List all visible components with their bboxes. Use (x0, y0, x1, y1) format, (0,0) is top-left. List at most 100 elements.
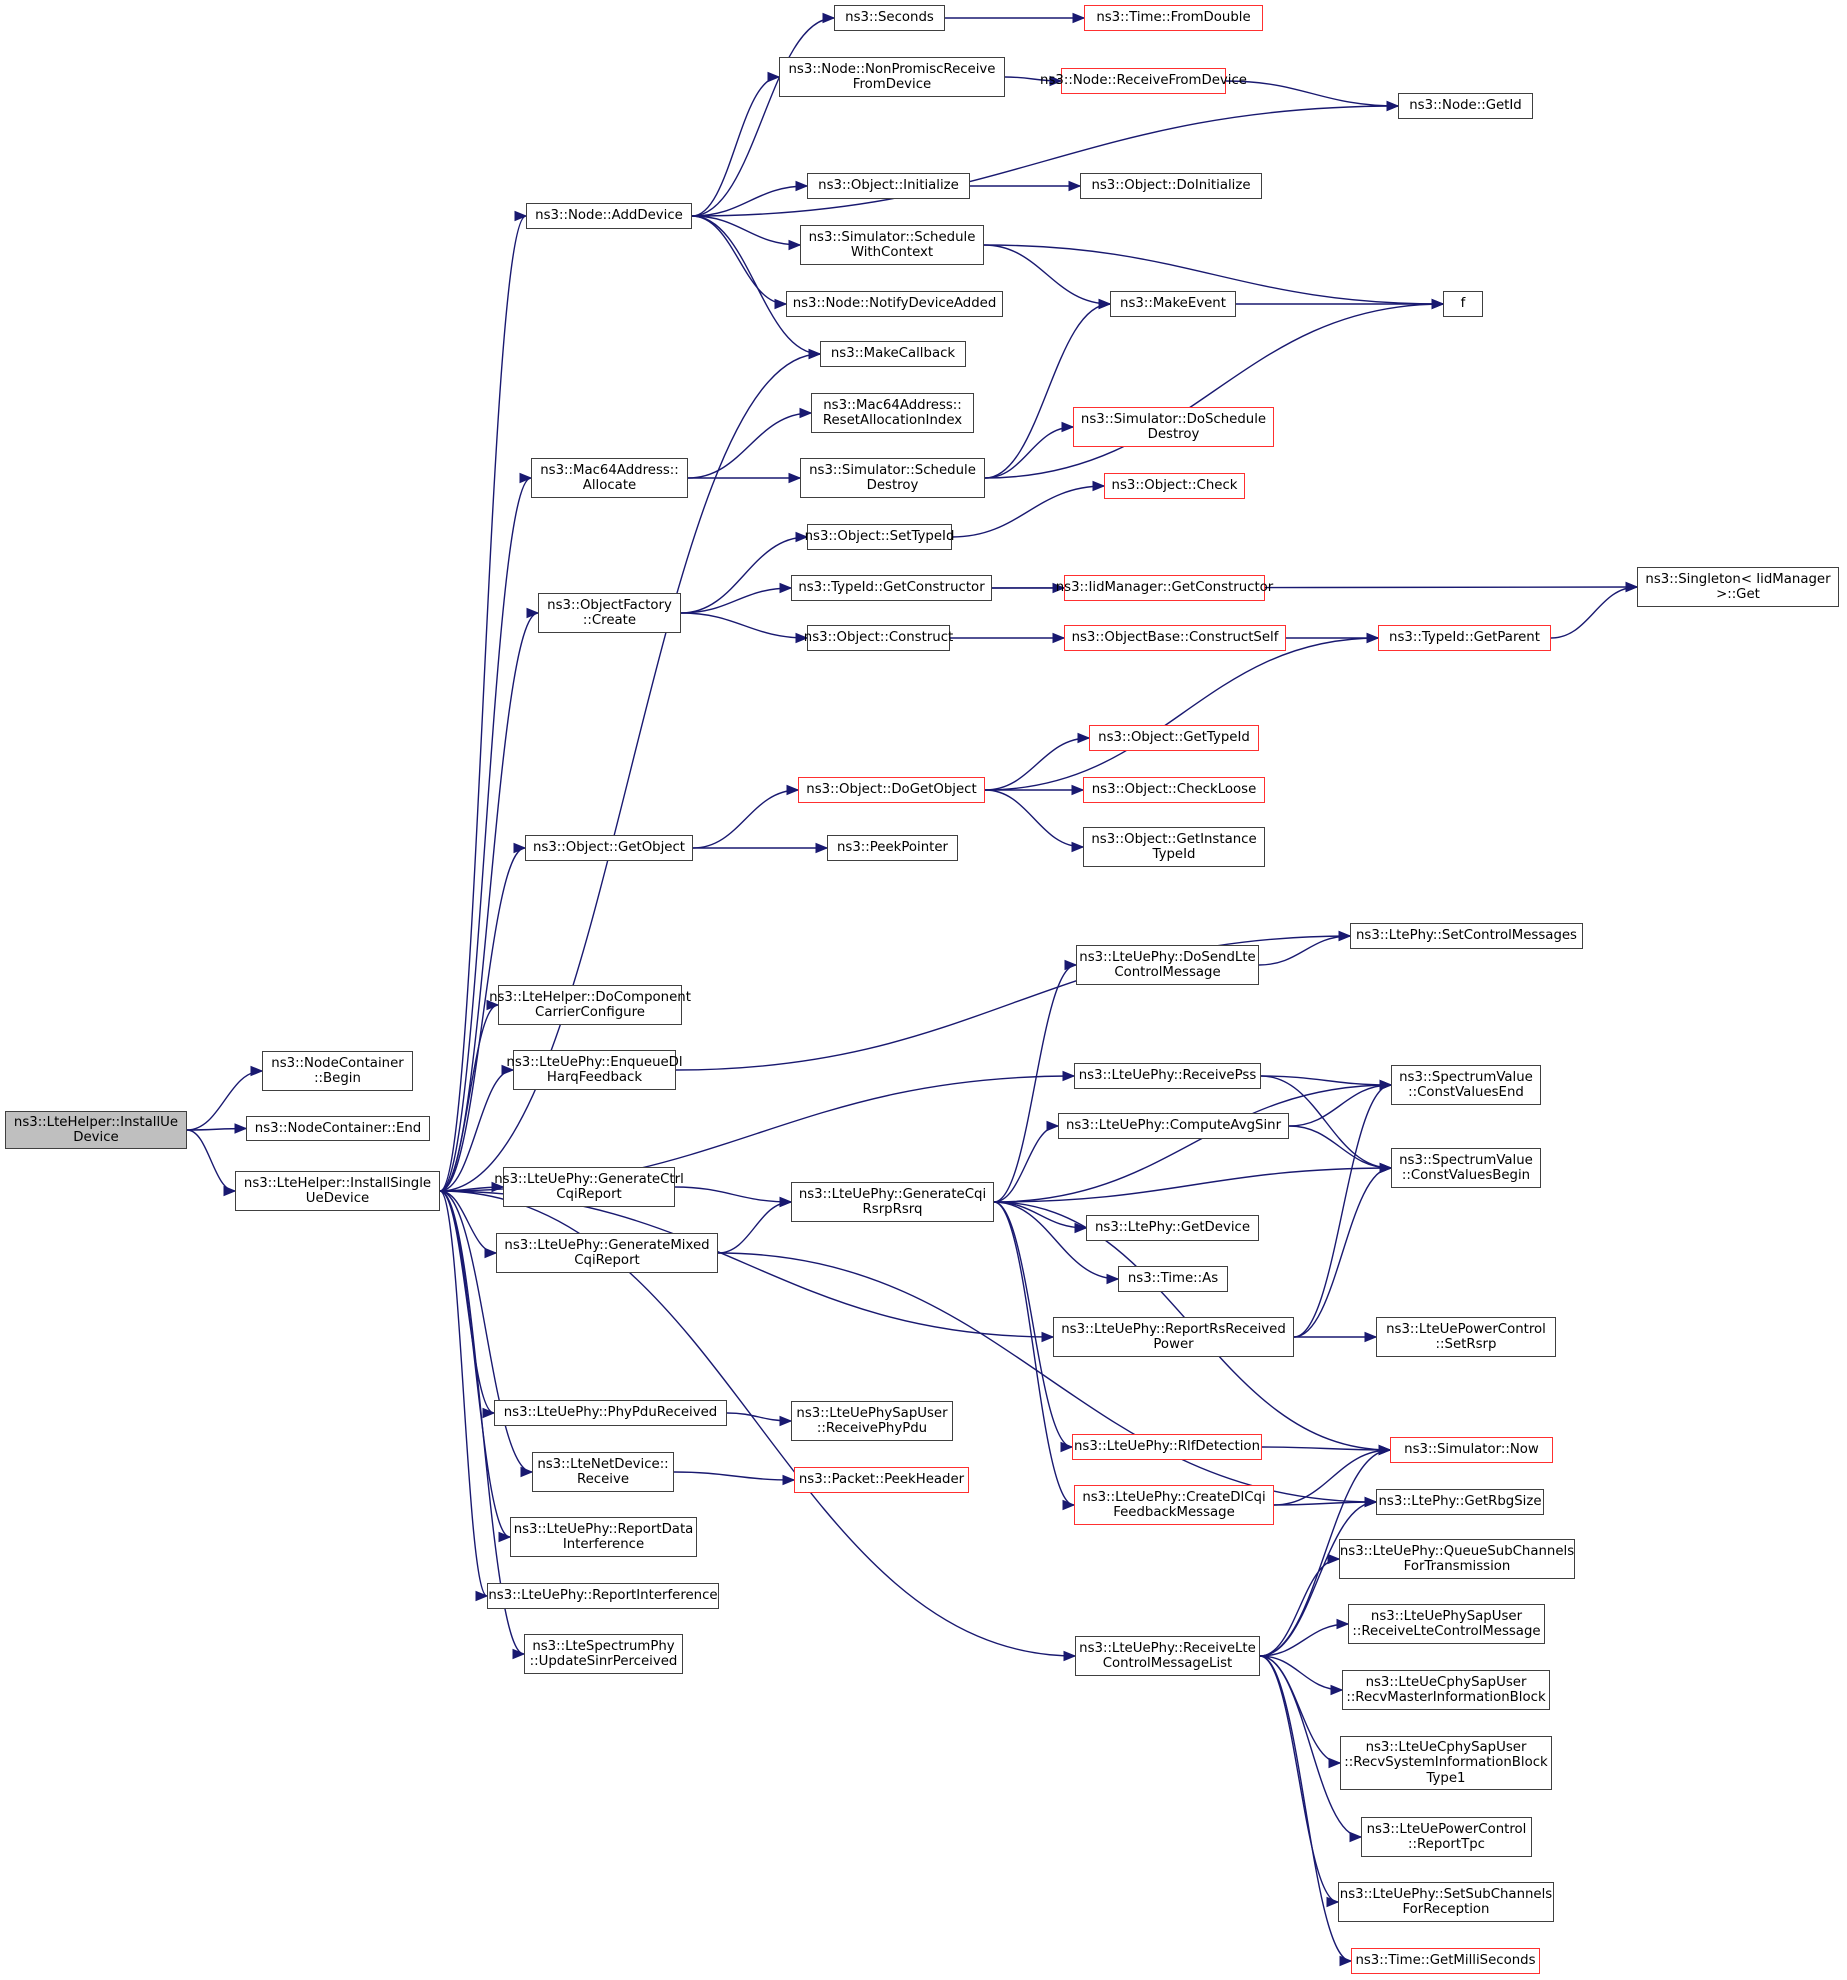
graph-node-reportRs[interactable]: ns3::LteUePhy::ReportRsReceived Power (1053, 1317, 1294, 1357)
graph-node-construct[interactable]: ns3::Object::Construct (803, 625, 954, 651)
arrowhead-icon (788, 472, 802, 484)
arrowhead-icon (1077, 732, 1091, 744)
graph-node-cvBegin[interactable]: ns3::SpectrumValue ::ConstValuesBegin (1391, 1148, 1541, 1188)
graph-node-phyPdu[interactable]: ns3::LteUePhy::PhyPduReceived (494, 1400, 727, 1426)
graph-node-getTypeId[interactable]: ns3::Object::GetTypeId (1089, 725, 1259, 751)
graph-node-computeAvg[interactable]: ns3::LteUePhy::ComputeAvgSinr (1058, 1113, 1289, 1139)
graph-node-netRecv[interactable]: ns3::LteNetDevice:: Receive (532, 1452, 674, 1492)
graph-node-peekHeader[interactable]: ns3::Packet::PeekHeader (794, 1467, 969, 1493)
graph-node-schedDestroy[interactable]: ns3::Simulator::Schedule Destroy (800, 458, 985, 498)
node-label: ns3::ObjectBase::ConstructSelf (1071, 630, 1279, 646)
graph-node-makeCallback[interactable]: ns3::MakeCallback (820, 341, 966, 367)
graph-node-ncEnd[interactable]: ns3::NodeContainer::End (246, 1116, 430, 1141)
graph-node-doSendLte[interactable]: ns3::LteUePhy::DoSendLte ControlMessage (1076, 945, 1259, 985)
graph-node-setTypeId[interactable]: ns3::Object::SetTypeId (805, 524, 954, 550)
arrowhead-icon (514, 210, 528, 222)
graph-node-addDevice[interactable]: ns3::Node::AddDevice (526, 203, 692, 229)
graph-node-iidGetCtor[interactable]: ns3::IidManager::GetConstructor (1056, 575, 1273, 601)
graph-node-setSubRx[interactable]: ns3::LteUePhy::SetSubChannels ForRecepti… (1338, 1882, 1554, 1922)
graph-node-reportTpc[interactable]: ns3::LteUePowerControl ::ReportTpc (1361, 1817, 1532, 1857)
arrowhead-icon (1366, 632, 1380, 644)
node-label: ns3::Object::GetTypeId (1098, 730, 1250, 746)
node-label: ns3::Object::DoGetObject (806, 782, 977, 798)
node-label: ns3::LteUePhy::QueueSubChannels ForTrans… (1339, 1543, 1575, 1575)
graph-node-reportData[interactable]: ns3::LteUePhy::ReportData Interference (510, 1517, 697, 1557)
graph-node-recvMib[interactable]: ns3::LteUeCphySapUser ::RecvMasterInform… (1342, 1670, 1550, 1710)
graph-node-fromDouble[interactable]: ns3::Time::FromDouble (1084, 5, 1263, 31)
graph-node-setRsrp[interactable]: ns3::LteUePowerControl ::SetRsrp (1376, 1317, 1556, 1357)
node-label: ns3::LteUePhy::SetSubChannels ForRecepti… (1339, 1886, 1553, 1918)
graph-node-single[interactable]: ns3::LteHelper::InstallSingle UeDevice (235, 1171, 440, 1211)
graph-node-resetAlloc[interactable]: ns3::Mac64Address:: ResetAllocationIndex (811, 393, 974, 433)
edge-rcvLteList-to-recvLteCtrl (1259, 1623, 1349, 1657)
arrowhead-icon (1046, 1120, 1060, 1132)
graph-node-ofCreate[interactable]: ns3::ObjectFactory ::Create (538, 593, 681, 633)
graph-node-enqueueDl[interactable]: ns3::LteUePhy::EnqueueDl HarqFeedback (506, 1050, 683, 1090)
graph-node-cvEnd[interactable]: ns3::SpectrumValue ::ConstValuesEnd (1391, 1065, 1541, 1105)
graph-node-genCtrl[interactable]: ns3::LteUePhy::GenerateCtrl CqiReport (494, 1167, 684, 1207)
graph-node-tidGetCtor[interactable]: ns3::TypeId::GetConstructor (791, 575, 992, 601)
graph-node-reportInterf[interactable]: ns3::LteUePhy::ReportInterference (487, 1583, 719, 1609)
edge-single-to-addDevice (439, 215, 527, 1192)
edge-computeAvg-to-cvBegin (1288, 1125, 1392, 1169)
graph-node-makeEvent[interactable]: ns3::MakeEvent (1110, 291, 1236, 317)
graph-node-checkLoose[interactable]: ns3::Object::CheckLoose (1083, 777, 1265, 803)
graph-node-constructSelf[interactable]: ns3::ObjectBase::ConstructSelf (1064, 625, 1286, 651)
graph-node-root[interactable]: ns3::LteHelper::InstallUe Device (5, 1111, 187, 1149)
graph-node-simNow[interactable]: ns3::Simulator::Now (1390, 1437, 1553, 1463)
graph-node-rcvLteList[interactable]: ns3::LteUePhy::ReceiveLte ControlMessage… (1075, 1636, 1260, 1676)
graph-node-f[interactable]: f (1443, 291, 1483, 317)
graph-node-allocate[interactable]: ns3::Mac64Address:: Allocate (531, 458, 688, 498)
graph-node-singleton[interactable]: ns3::Singleton< IidManager >::Get (1637, 567, 1839, 607)
graph-node-getInstTid[interactable]: ns3::Object::GetInstance TypeId (1083, 827, 1265, 867)
edge-netRecv-to-peekHeader (673, 1471, 795, 1481)
graph-node-recvFromDev[interactable]: ns3::Node::ReceiveFromDevice (1040, 68, 1247, 94)
graph-node-rlf[interactable]: ns3::LteUePhy::RlfDetection (1072, 1434, 1262, 1460)
graph-node-notifyAdded[interactable]: ns3::Node::NotifyDeviceAdded (786, 291, 1003, 317)
arrowhead-icon (486, 999, 500, 1011)
graph-node-schedCtx[interactable]: ns3::Simulator::Schedule WithContext (800, 225, 984, 265)
graph-node-timeAs[interactable]: ns3::Time::As (1118, 1266, 1228, 1292)
node-label: ns3::Seconds (845, 10, 934, 26)
graph-node-createDl[interactable]: ns3::LteUePhy::CreateDlCqi FeedbackMessa… (1074, 1485, 1274, 1525)
arrowhead-icon (1063, 1650, 1077, 1662)
node-label: ns3::MakeCallback (830, 346, 956, 362)
arrowhead-icon (1326, 1896, 1340, 1908)
node-label: ns3::LteUePhy::GenerateMixed CqiReport (504, 1237, 710, 1269)
graph-node-recvPhyPdu[interactable]: ns3::LteUePhySapUser ::ReceivePhyPdu (791, 1401, 953, 1441)
graph-node-doGetObject[interactable]: ns3::Object::DoGetObject (798, 777, 985, 803)
graph-node-recvSib[interactable]: ns3::LteUeCphySapUser ::RecvSystemInform… (1340, 1736, 1552, 1790)
graph-node-initialize[interactable]: ns3::Object::Initialize (807, 173, 970, 199)
graph-node-rbgSize[interactable]: ns3::LtePhy::GetRbgSize (1376, 1489, 1544, 1515)
graph-node-genCqi[interactable]: ns3::LteUePhy::GenerateCqi RsrpRsrq (791, 1182, 994, 1222)
node-label: ns3::Object::Construct (803, 630, 954, 646)
node-label: ns3::ObjectFactory ::Create (547, 597, 672, 629)
graph-node-queueSub[interactable]: ns3::LteUePhy::QueueSubChannels ForTrans… (1339, 1539, 1575, 1579)
arrowhead-icon (1364, 1331, 1378, 1343)
graph-node-nonPromisc[interactable]: ns3::Node::NonPromiscReceive FromDevice (779, 57, 1005, 97)
edge-genCqi-to-cvBegin (993, 1167, 1392, 1203)
graph-node-getMilli[interactable]: ns3::Time::GetMilliSeconds (1351, 1948, 1540, 1974)
graph-node-seconds[interactable]: ns3::Seconds (834, 5, 945, 31)
graph-node-genMixed[interactable]: ns3::LteUePhy::GenerateMixed CqiReport (496, 1233, 718, 1273)
graph-node-recvLteCtrl[interactable]: ns3::LteUePhySapUser ::ReceiveLteControl… (1348, 1604, 1545, 1644)
edge-receivePss-to-cvBegin (1260, 1075, 1392, 1169)
graph-node-doCcConf[interactable]: ns3::LteHelper::DoComponent CarrierConfi… (489, 985, 691, 1025)
arrowhead-icon (512, 1648, 526, 1660)
arrowhead-icon (782, 1474, 796, 1486)
graph-node-peekPointer[interactable]: ns3::PeekPointer (827, 835, 958, 861)
graph-node-getDevice[interactable]: ns3::LtePhy::GetDevice (1086, 1215, 1259, 1241)
graph-node-doInitialize[interactable]: ns3::Object::DoInitialize (1080, 173, 1262, 199)
graph-node-check[interactable]: ns3::Object::Check (1104, 473, 1245, 499)
graph-node-receivePss[interactable]: ns3::LteUePhy::ReceivePss (1074, 1063, 1261, 1089)
graph-node-setCtrlMsgs[interactable]: ns3::LtePhy::SetControlMessages (1350, 923, 1583, 949)
graph-node-getObject[interactable]: ns3::Object::GetObject (525, 835, 693, 861)
graph-node-doSchedDestroy[interactable]: ns3::Simulator::DoSchedule Destroy (1073, 407, 1274, 447)
graph-node-ncBegin[interactable]: ns3::NodeContainer ::Begin (262, 1051, 413, 1091)
arrowhead-icon (250, 1065, 264, 1077)
graph-node-getId[interactable]: ns3::Node::GetId (1398, 93, 1533, 119)
graph-node-updSinr[interactable]: ns3::LteSpectrumPhy ::UpdateSinrPerceive… (524, 1634, 683, 1674)
node-label: ns3::Singleton< IidManager >::Get (1645, 571, 1831, 603)
graph-node-getParent[interactable]: ns3::TypeId::GetParent (1378, 625, 1551, 651)
edge-rcvLteList-to-rbgSize (1259, 1501, 1377, 1657)
